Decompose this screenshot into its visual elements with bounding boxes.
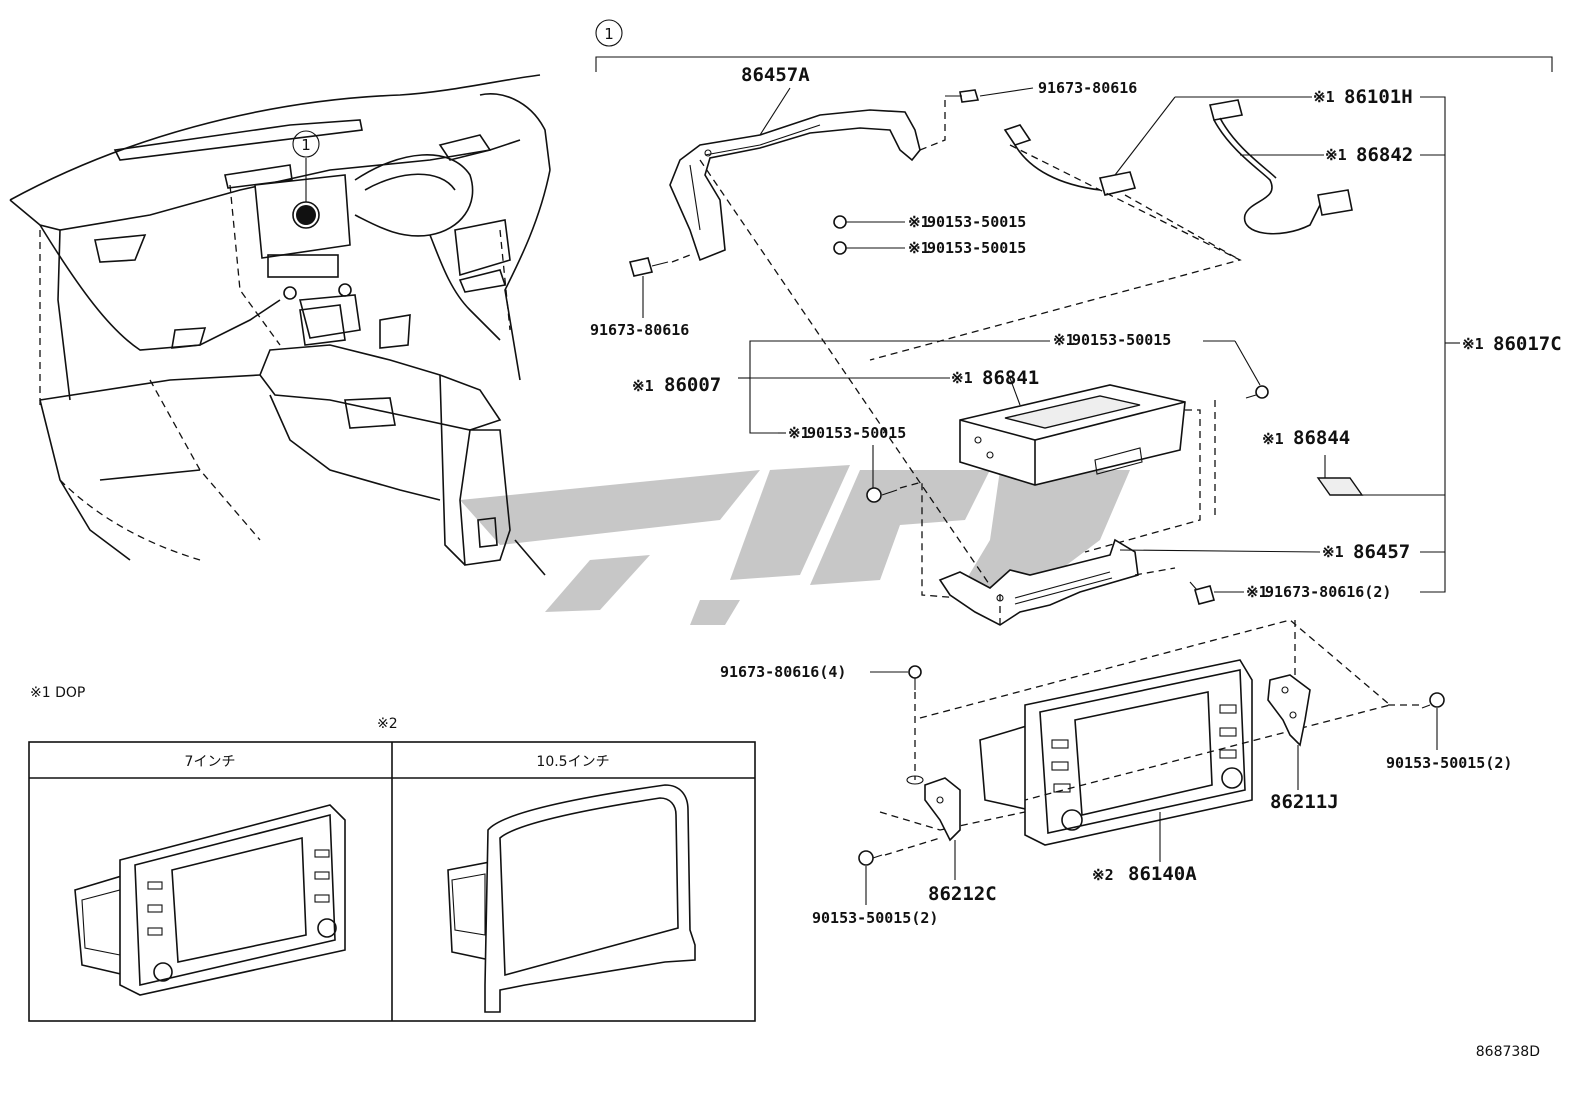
note-dop: ※1 DOP [30,685,85,701]
marker-ref1: ※1 [1325,146,1347,164]
assembly-dashed-outline [879,811,1026,831]
group-bracket-86017C: ※1 86017C [1340,96,1562,593]
assembly-dashed-outline [1084,409,1201,553]
bolt-90153-b: ※1 90153-50015 [833,239,1026,257]
bracket-86212C: 86212C [906,775,997,905]
display-86140A: ※2 86140A [979,659,1253,885]
leader-dashed [1134,567,1176,576]
figure-code: 868738D [1476,1044,1540,1060]
label-86211J: 86211J [1270,791,1339,813]
variant-7inch-unit [74,804,346,996]
label-86457: 86457 [1353,541,1410,563]
dashboard-callout-number: 1 [301,136,311,154]
label-90153-50015-b: 90153-50015 [927,239,1026,257]
marker-ref1: ※1 [908,239,930,257]
assembly-dashed-outline [919,619,1392,801]
label-90153-50015-a: 90153-50015 [927,213,1026,231]
assembly-callout-number: 1 [604,25,614,43]
part-86844: ※1 86844 [1262,427,1364,496]
bracket-86457A: 86457A [669,64,921,262]
leader-dashed [699,159,1001,601]
bolt-90153-d: ※1 90153-50015 [778,424,906,503]
marker-ref1: ※1 [951,369,973,387]
dashboard-illustration: 1 [9,74,551,576]
marker-ref1: ※1 [1313,88,1335,106]
leader-dashed [919,100,946,151]
variant-header-7inch: 7インチ [185,754,236,770]
leader-dashed [671,254,691,263]
marker-ref2: ※2 [1092,866,1114,884]
marker-ref1: ※1 [632,377,654,395]
label-90153-50015-2-left: 90153-50015(2) [812,909,938,927]
note-variant-mark: ※2 [377,716,398,732]
label-86842: 86842 [1356,144,1413,166]
bolt-91673-left: 91673-80616 [590,257,689,339]
cable-86101H: ※1 86101H [1003,86,1413,196]
label-91673-80616-top: 91673-80616 [1038,79,1137,97]
cable-86842: ※1 86842 [1209,99,1413,235]
marker-ref1: ※1 [1462,335,1484,353]
bolt-91673-4: 91673-80616(4) [720,663,922,690]
bolt-90153-2-right: 90153-50015(2) [1386,692,1512,772]
marker-ref1: ※1 [1262,430,1284,448]
label-86841: 86841 [982,367,1039,389]
variant-10-5inch-unit [447,784,696,1013]
marker-ref1: ※1 [1053,331,1075,349]
group-bracket-86007: ※1 86007 [632,340,1050,434]
marker-ref1: ※1 [1246,583,1268,601]
label-86457A: 86457A [741,64,810,86]
leader-dashed [1124,194,1241,261]
variant-table: 7インチ 10.5インチ [28,741,756,1022]
marker-ref1: ※1 [1322,543,1344,561]
label-90153-50015-d: 90153-50015 [807,424,906,442]
label-91673-80616-left: 91673-80616 [590,321,689,339]
bolt-91673-2: ※1 91673-80616(2) [1189,581,1391,605]
marker-ref1: ※1 [788,424,810,442]
variant-header-10-5inch: 10.5インチ [536,754,609,770]
ecu-86841: ※1 86841 [951,367,1186,486]
label-86844: 86844 [1293,427,1350,449]
label-86101H: 86101H [1344,86,1413,108]
label-86007: 86007 [664,374,721,396]
bolt-90153-c: ※1 90153-50015 [1053,331,1269,399]
label-90153-50015-2-right: 90153-50015(2) [1386,754,1512,772]
marker-ref1: ※1 [908,213,930,231]
label-86140A: 86140A [1128,863,1197,885]
bracket-86211J: 86211J [1267,674,1339,813]
bracket-86457: ※1 86457 [938,538,1410,626]
bolt-90153-a: ※1 90153-50015 [833,213,1026,231]
label-91673-80616-2: 91673-80616(2) [1265,583,1391,601]
leader-dashed [884,837,941,856]
assembly-bracket: 1 [595,19,1553,72]
label-86017C: 86017C [1493,333,1562,355]
watermark-logo [460,465,1130,625]
label-91673-80616-4: 91673-80616(4) [720,663,846,681]
bolt-91673-top: 91673-80616 [945,79,1137,103]
label-90153-50015-c: 90153-50015 [1072,331,1171,349]
bolt-90153-2-left: 90153-50015(2) [812,850,938,927]
label-86212C: 86212C [928,883,997,905]
